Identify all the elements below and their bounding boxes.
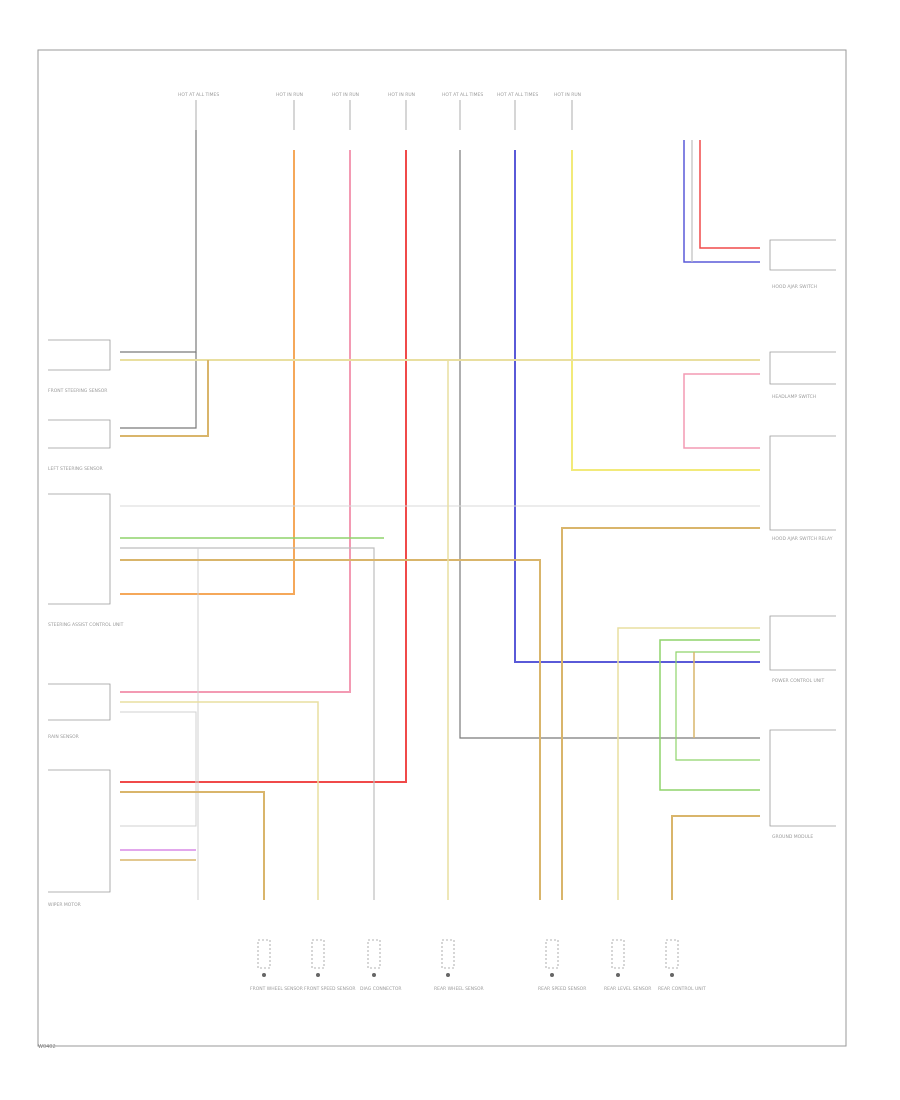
bottom-connector: REAR WHEEL SENSOR	[434, 939, 484, 992]
wire-tan-wiper	[120, 791, 265, 900]
front-sensor-bracket	[48, 339, 111, 371]
label-hood-ajar-lower: HOOD AJAR SWITCH RELAY	[772, 536, 833, 542]
component-labels: FRONT STEERING SENSOR LEFT STEERING SENS…	[48, 284, 833, 908]
headlamp-switch-bracket	[769, 351, 836, 385]
fuse-label-group: HOT AT ALL TIMES HOT IN RUN HOT IN RUN HOT …	[178, 92, 581, 130]
wire-blue	[514, 150, 760, 663]
bottom-connector: REAR SPEED SENSOR	[538, 939, 586, 992]
hood-ajar-upper-bracket	[769, 239, 836, 271]
fuse-label: HOT IN RUN	[388, 92, 415, 98]
label-left-sensor: LEFT STEERING SENSOR	[48, 466, 103, 472]
wire-tan-ctrl	[120, 559, 541, 900]
fuse-label: HOT AT ALL TIMES	[178, 92, 219, 98]
wire-tan-r3	[671, 815, 760, 900]
label-control-unit: STEERING ASSIST CONTROL UNIT	[48, 622, 124, 628]
wire-gray-rain	[120, 711, 197, 827]
fuse-label: HOT IN RUN	[332, 92, 359, 98]
bottom-connector: REAR LEVEL SENSOR	[604, 939, 651, 992]
footer-id: W0402	[38, 1044, 56, 1050]
bottom-connector-label: REAR CONTROL UNIT	[658, 986, 706, 992]
diagram-frame	[37, 49, 847, 1047]
bottom-connector: FRONT WHEEL SENSOR	[250, 939, 303, 992]
wiper-motor-bracket	[48, 769, 111, 893]
bottom-connector-label: FRONT SPEED SENSOR	[304, 986, 356, 992]
wire-tan-right	[561, 527, 760, 900]
label-rain-sensor: RAIN SENSOR	[48, 734, 79, 740]
fuse-label: HOT IN RUN	[554, 92, 581, 98]
bottom-connector-label: DIAG CONNECTOR	[360, 986, 402, 992]
power-control-bracket	[769, 615, 836, 671]
wire-orange	[120, 150, 295, 595]
wire-tan-r1	[617, 627, 760, 900]
wire-yellow	[571, 150, 760, 471]
hood-ajar-lower-bracket	[769, 435, 836, 531]
left-sensor-bracket	[48, 419, 111, 449]
rain-sensor-bracket	[48, 683, 111, 721]
bottom-connector-label: REAR WHEEL SENSOR	[434, 986, 484, 992]
bottom-connector: FRONT SPEED SENSOR	[304, 939, 356, 992]
wire-tan-left2	[120, 360, 209, 437]
wire-gray-a	[120, 547, 375, 900]
label-ground-module: GROUND MODULE	[772, 834, 813, 840]
left-components	[48, 339, 111, 893]
wire-red	[120, 150, 407, 783]
wire-group	[120, 130, 760, 900]
wire-black-1	[120, 130, 197, 353]
wire-black-3	[459, 150, 760, 739]
label-headlamp-switch: HEADLAMP SWITCH	[772, 394, 816, 400]
bottom-connector-label: FRONT WHEEL SENSOR	[250, 986, 303, 992]
fuse-label: HOT AT ALL TIMES	[497, 92, 538, 98]
bottom-connector: REAR CONTROL UNIT	[658, 939, 706, 992]
wire-blue-upper	[683, 140, 760, 263]
ground-module-bracket	[769, 729, 836, 827]
control-unit-bracket	[48, 493, 111, 605]
label-wiper-motor: WIPER MOTOR	[48, 902, 81, 908]
bottom-connector: DIAG CONNECTOR	[360, 939, 402, 992]
right-components	[769, 239, 836, 827]
label-hood-ajar-upper: HOOD AJAR SWITCH	[772, 284, 817, 290]
fuse-label: HOT IN RUN	[276, 92, 303, 98]
wire-tan-rain	[120, 701, 319, 900]
wire-red-upper	[699, 140, 760, 249]
label-front-sensor: FRONT STEERING SENSOR	[48, 388, 107, 394]
fuse-label: HOT AT ALL TIMES	[442, 92, 483, 98]
wire-green-r2	[675, 651, 760, 761]
wire-red-loop	[683, 373, 760, 449]
wire-pink	[120, 150, 351, 693]
bottom-connector-label: REAR SPEED SENSOR	[538, 986, 586, 992]
wire-green-r1	[659, 639, 760, 791]
label-power-control: POWER CONTROL UNIT	[772, 678, 824, 684]
bottom-connector-label: REAR LEVEL SENSOR	[604, 986, 651, 992]
wire-black-2	[120, 352, 197, 429]
